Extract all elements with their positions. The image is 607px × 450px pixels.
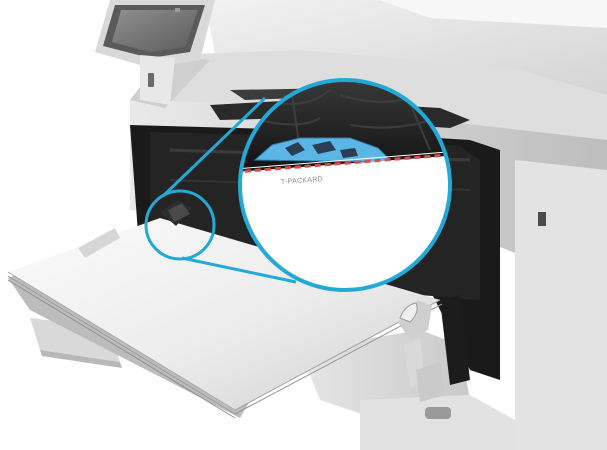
tray-handle <box>425 407 451 419</box>
max-height-line <box>240 152 450 174</box>
paper-surface <box>240 155 450 290</box>
indicator-slot <box>538 212 546 226</box>
touchscreen-display <box>112 10 198 52</box>
paper-stack <box>7 218 443 419</box>
control-panel <box>95 0 215 105</box>
left-paper-guide <box>160 200 192 226</box>
brand-label: T-PACKARD <box>281 176 324 186</box>
right-paper-guide <box>398 300 445 402</box>
usb-port-icon <box>148 73 154 87</box>
small-detail-circle <box>144 189 216 261</box>
callout-connector-bottom <box>181 256 297 284</box>
callout-connector-top <box>161 96 267 198</box>
magnified-circle-outline <box>238 78 452 292</box>
zoom-callout: T-PACKARD <box>144 78 452 292</box>
paper-tray <box>30 295 515 450</box>
home-button-icon <box>175 8 180 12</box>
